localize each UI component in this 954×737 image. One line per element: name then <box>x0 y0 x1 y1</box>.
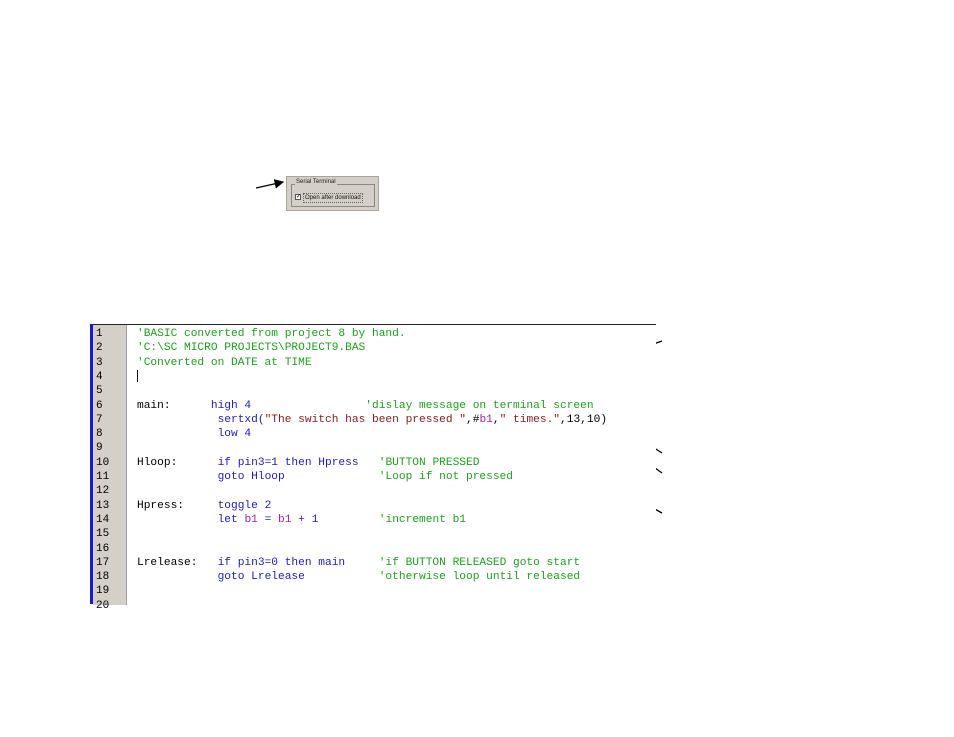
code-token <box>137 428 218 440</box>
line-number: 17 <box>96 556 110 569</box>
line-number: 8 <box>96 428 103 441</box>
code-token: goto Lrelease <box>217 571 305 584</box>
code-token: 'BASIC converted from project 8 by hand. <box>137 328 406 340</box>
editor-top-border <box>90 324 656 325</box>
code-token: goto Hloop <box>217 471 285 483</box>
code-token: 'dislay message on terminal screen <box>365 399 594 412</box>
serial-terminal-legend: Serial Terminal <box>295 178 337 186</box>
code-line: main: high 4 'dislay message on terminal… <box>137 399 594 413</box>
code-token <box>345 557 379 569</box>
code-token: "The switch has been pressed " <box>264 413 466 426</box>
code-token: 'Converted on DATE at TIME <box>137 356 312 369</box>
code-line: goto Lrelease 'otherwise loop until rele… <box>137 570 581 584</box>
line-number: 12 <box>96 485 110 498</box>
line-number: 5 <box>96 385 103 398</box>
code-token: high 4 <box>210 399 252 412</box>
code-token: " times." <box>499 413 561 426</box>
code-line: Hpress: toggle 2 <box>137 499 271 513</box>
line-number: 10 <box>96 456 110 469</box>
code-token <box>318 514 378 526</box>
code-token: = <box>257 513 279 526</box>
code-line: sertxd("The switch has been pressed ",#b… <box>137 413 607 427</box>
line-number: 11 <box>96 471 110 483</box>
code-token: b1 <box>479 413 493 426</box>
code-token <box>285 471 379 483</box>
code-token: if pin3=0 then main <box>217 556 346 569</box>
code-line: Lrelease: if pin3=0 then main 'if BUTTON… <box>137 556 580 570</box>
code-token: 'otherwise loop until released <box>378 571 581 584</box>
code-token: b1 <box>278 513 292 526</box>
code-token: 'increment b1 <box>378 513 467 526</box>
code-token: Hloop: <box>137 456 218 469</box>
text-caret <box>137 370 138 382</box>
arrow-to-serial-panel <box>255 179 285 189</box>
code-token <box>359 457 379 469</box>
line-number: 20 <box>96 599 110 612</box>
code-token: low 4 <box>217 428 252 441</box>
line-number: 16 <box>96 542 110 555</box>
serial-terminal-panel: Serial Terminal ✓ Open after download <box>286 176 379 211</box>
line-number: 7 <box>96 413 103 426</box>
code-token: b1 <box>244 513 258 526</box>
line-number: 13 <box>96 499 110 512</box>
line-number: 15 <box>96 528 110 541</box>
code-token: sertxd( <box>217 413 265 426</box>
code-token: ,# <box>466 413 480 426</box>
code-token: 'if BUTTON RELEASED goto start <box>378 556 581 569</box>
line-number: 3 <box>96 356 103 369</box>
line-number: 18 <box>96 571 110 584</box>
code-token <box>137 514 218 526</box>
line-number: 14 <box>96 513 110 526</box>
editor-margin-bar <box>90 324 93 604</box>
code-token <box>305 571 379 583</box>
code-token: Lrelease: <box>137 556 218 569</box>
code-line: let b1 = b1 + 1 'increment b1 <box>137 513 466 527</box>
line-number: 1 <box>96 328 103 340</box>
code-line: low 4 <box>137 427 252 441</box>
code-token: + 1 <box>291 513 319 526</box>
open-after-download-checkbox[interactable]: ✓ <box>295 194 302 200</box>
code-token <box>251 400 365 412</box>
code-token <box>137 571 218 583</box>
code-token: toggle 2 <box>217 499 272 512</box>
line-number: 2 <box>96 342 103 355</box>
line-number: 6 <box>96 399 103 412</box>
code-token: 'Loop if not pressed <box>378 471 513 483</box>
code-token: if pin3=1 then Hpress <box>217 456 359 469</box>
line-number: 4 <box>96 370 103 383</box>
line-number: 19 <box>96 585 110 598</box>
code-line: 'BASIC converted from project 8 by hand. <box>137 327 406 341</box>
code-token: 'C:\SC MICRO PROJECTS\PROJECT9.BAS <box>137 342 366 355</box>
code-token: let <box>217 513 245 526</box>
code-token <box>137 471 218 483</box>
code-line: 'C:\SC MICRO PROJECTS\PROJECT9.BAS <box>137 341 365 355</box>
line-number: 9 <box>96 442 103 455</box>
open-after-download-label[interactable]: Open after download <box>303 193 363 203</box>
code-line: goto Hloop 'Loop if not pressed <box>137 470 513 484</box>
code-line: Hloop: if pin3=1 then Hpress 'BUTTON PRE… <box>137 456 479 470</box>
code-token <box>137 414 218 426</box>
code-line: 'Converted on DATE at TIME <box>137 356 312 370</box>
code-token: main: <box>137 399 211 412</box>
code-token: Hpress: <box>137 499 218 512</box>
code-token: ,13,10) <box>560 413 608 426</box>
code-token: 'BUTTON PRESSED <box>378 456 480 469</box>
code-token: , <box>492 413 500 426</box>
